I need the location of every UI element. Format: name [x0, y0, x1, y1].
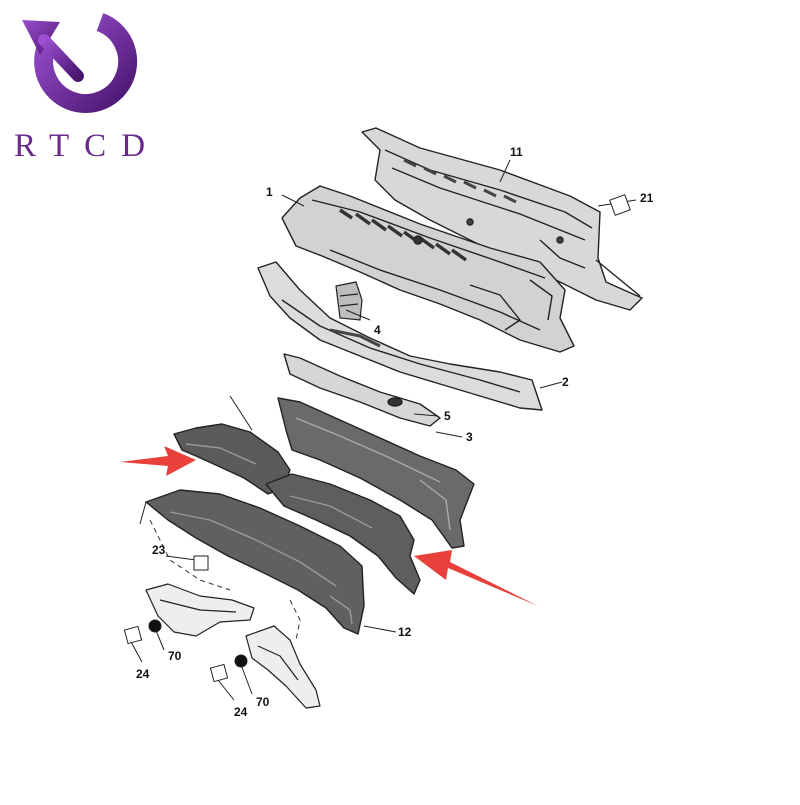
callout-21: 21: [640, 191, 654, 205]
callout-4: 4: [374, 323, 381, 337]
logo-emblem: [22, 13, 138, 113]
callout-2: 2: [562, 375, 569, 389]
callout-24-left: 24: [136, 667, 150, 681]
callout-markers: [123, 194, 631, 683]
callout-70-left: 70: [168, 649, 182, 663]
part-mid-insulator-highlighted: [265, 473, 421, 595]
arrow-right: [414, 550, 538, 606]
part-bottom-left-bracket: [145, 583, 255, 637]
callout-70-right: 70: [256, 695, 270, 709]
callout-11: 11: [510, 145, 523, 159]
callout-1: 1: [266, 185, 273, 199]
callout-24-right: 24: [234, 705, 248, 719]
part-12-lower-insulator: [139, 489, 365, 635]
dashed-leaders: [149, 519, 301, 641]
callout-3: 3: [466, 430, 473, 444]
highlight-arrows: [120, 446, 538, 606]
callout-12: 12: [398, 625, 412, 639]
part-2-dash-panel: [257, 261, 543, 427]
arrow-left: [120, 446, 196, 476]
callout-5: 5: [444, 409, 451, 423]
callout-23: 23: [152, 543, 166, 557]
part-4-bracket: [335, 281, 363, 321]
part-left-insulator-highlighted: [173, 395, 291, 495]
part-1-scuttle-panel: [281, 185, 575, 353]
part-11-bulkhead: [361, 127, 643, 311]
logo-text: RTCD: [14, 128, 161, 164]
part-3-insulator: [277, 397, 475, 549]
part-bottom-right-bracket: [245, 625, 321, 709]
